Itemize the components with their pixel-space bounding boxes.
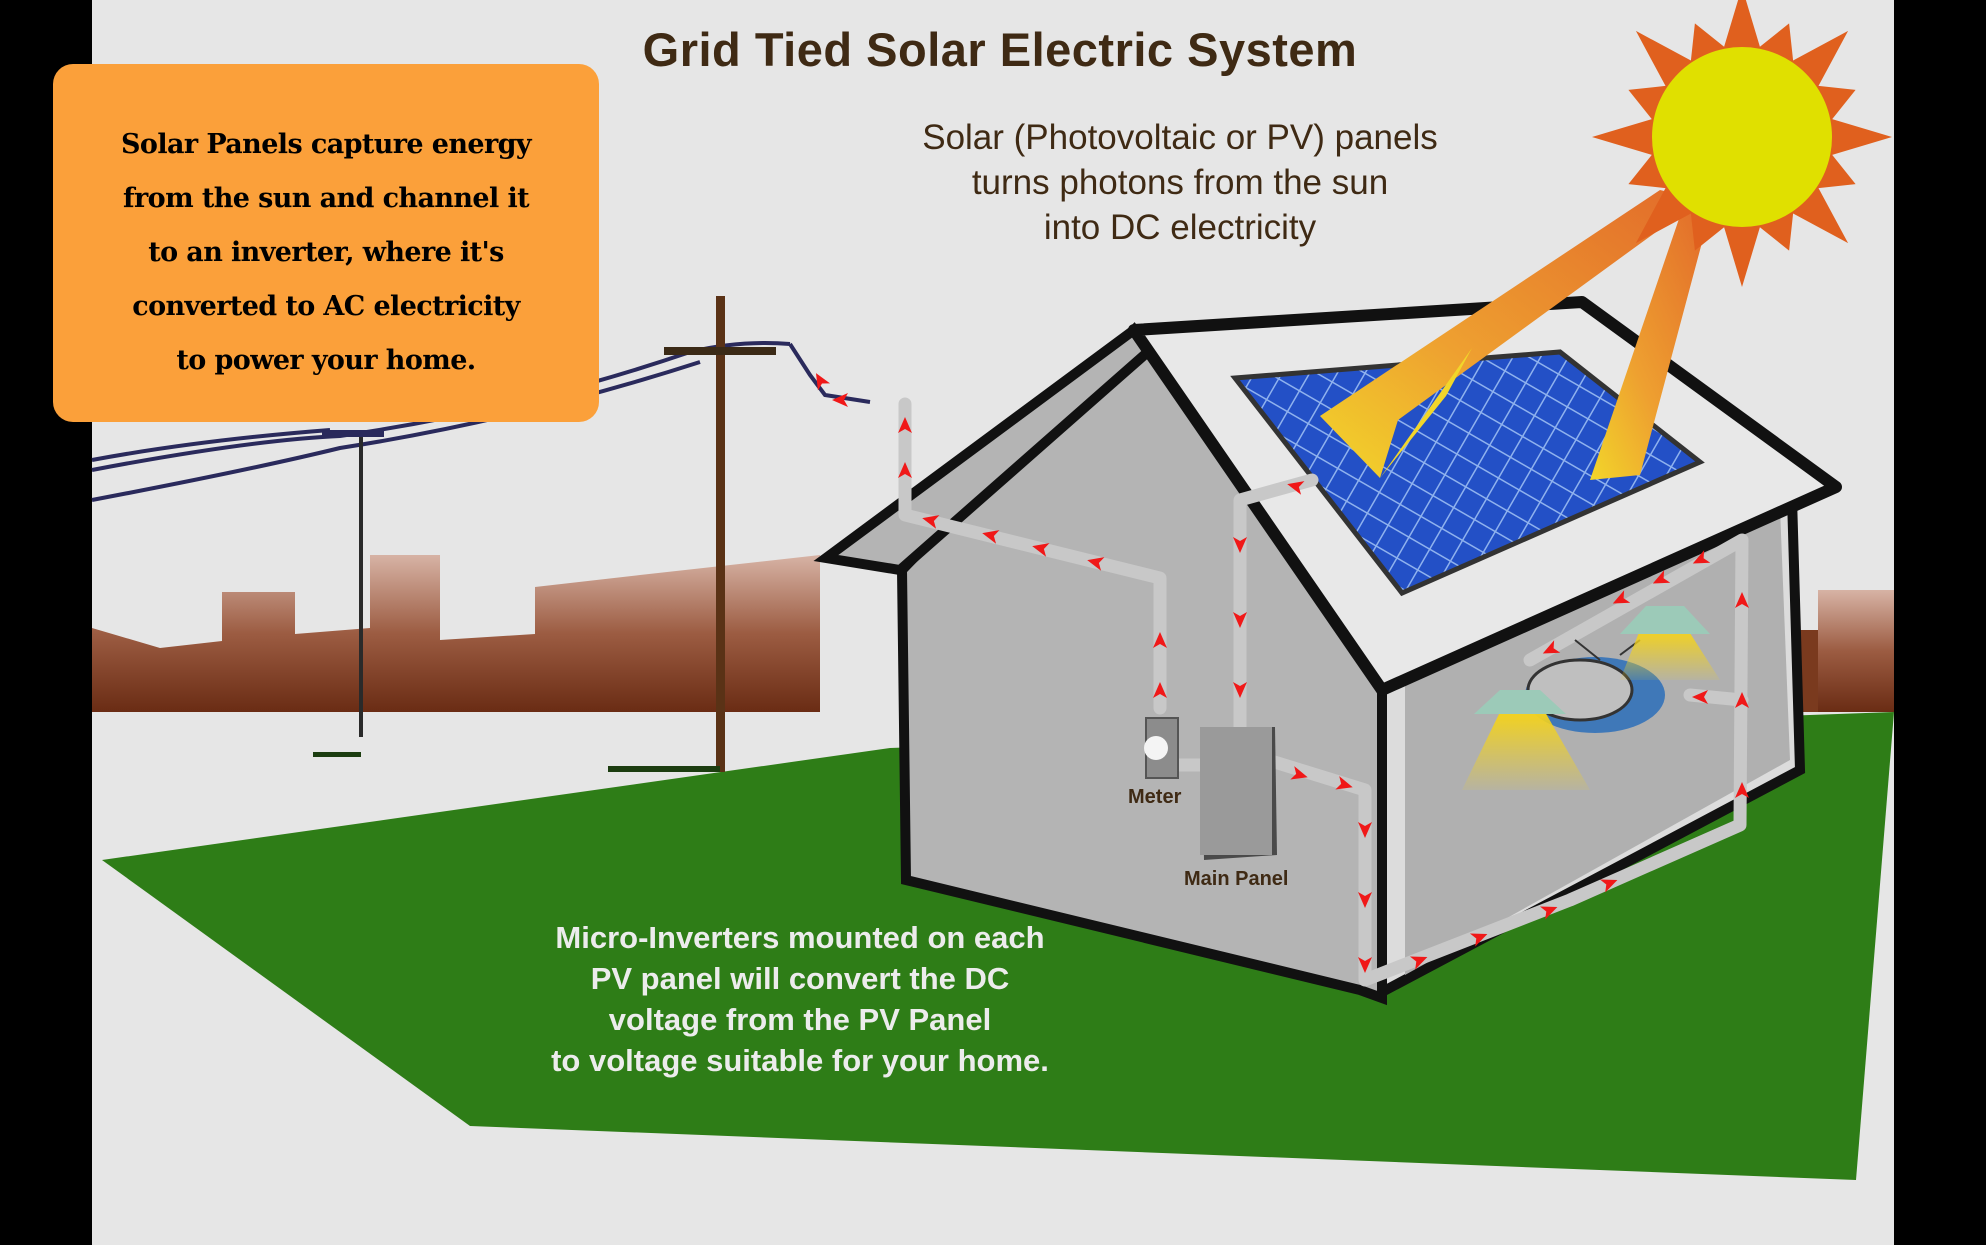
sun-beams [1320, 190, 1708, 480]
right-letterbox [1894, 0, 1986, 1245]
current-flow-arrow-icon [1692, 550, 1711, 564]
current-flow-arrow-icon [1032, 543, 1050, 557]
current-flow-arrows [816, 373, 1749, 973]
current-flow-arrow-icon [1233, 682, 1247, 698]
inverter-note-line: voltage from the PV Panel [608, 1002, 992, 1037]
sun-icon [1592, 0, 1892, 287]
current-flow-arrow-icon [832, 393, 848, 407]
current-flow-arrow-icon [1335, 776, 1353, 790]
pv-note-line: turns photons from the sun [971, 163, 1389, 202]
utility-pole-tall [608, 296, 776, 772]
meter-label: Meter [1128, 786, 1182, 808]
current-flow-arrow-icon [1539, 906, 1558, 920]
pv-panel-note: Solar (Photovoltaic or PV) panels turns … [860, 115, 1500, 250]
solar-callout-box: Solar Panels capture energy from the sun… [53, 64, 599, 422]
inverter-note-line: Micro-Inverters mounted on each [555, 920, 1045, 955]
electric-meter-icon [1144, 717, 1179, 779]
inverter-note-line: PV panel will convert the DC [590, 961, 1010, 996]
breaker-panel-icon [1200, 727, 1277, 860]
current-flow-arrow-icon [1469, 933, 1488, 947]
inverter-note-line: to voltage suitable for your home. [551, 1043, 1049, 1078]
current-flow-arrow-icon [898, 462, 912, 478]
utility-pole-small [313, 430, 384, 757]
pv-note-line: Solar (Photovoltaic or PV) panels [922, 118, 1438, 157]
current-flow-arrow-icon [1409, 956, 1428, 970]
callout-line: Solar Panels capture energy [121, 129, 532, 160]
pv-note-line: into DC electricity [1043, 208, 1317, 247]
current-flow-arrow-icon [1735, 592, 1749, 608]
current-flow-arrow-icon [1287, 481, 1305, 495]
solar-callout-text: Solar Panels capture energy from the sun… [53, 118, 599, 388]
current-flow-arrow-icon [1358, 822, 1372, 838]
callout-line: to power your home. [176, 345, 476, 376]
current-flow-arrow-icon [922, 515, 940, 529]
current-flow-arrow-icon [1358, 892, 1372, 908]
current-flow-arrow-icon [1735, 692, 1749, 708]
main-panel-label: Main Panel [1184, 868, 1289, 890]
current-flow-arrow-icon [1542, 640, 1561, 654]
current-flow-arrow-icon [1612, 590, 1631, 604]
current-flow-arrow-icon [898, 417, 912, 433]
current-flow-arrow-icon [1087, 557, 1105, 571]
current-flow-arrow-icon [1290, 766, 1308, 780]
current-flow-arrow-icon [1233, 537, 1247, 553]
callout-line: converted to AC electricity [132, 291, 520, 322]
callout-line: from the sun and channel it [123, 183, 530, 214]
current-flow-arrow-icon [816, 373, 831, 391]
current-flow-arrow-icon [1233, 612, 1247, 628]
current-flow-arrow-icon [982, 530, 1000, 544]
ceiling-lamp-icon [1462, 606, 1720, 790]
current-flow-arrow-icon [1599, 879, 1618, 893]
current-flow-arrow-icon [1153, 682, 1167, 698]
current-flow-arrow-icon [1692, 690, 1708, 704]
callout-line: to an inverter, where it's [148, 237, 504, 268]
micro-inverter-note: Micro-Inverters mounted on each PV panel… [480, 917, 1120, 1081]
current-flow-arrow-icon [1652, 570, 1671, 584]
current-flow-arrow-icon [1153, 632, 1167, 648]
page-title: Grid Tied Solar Electric System [642, 23, 1358, 76]
current-flow-arrow-icon [1735, 782, 1749, 798]
current-flow-arrow-icon [1358, 957, 1372, 973]
